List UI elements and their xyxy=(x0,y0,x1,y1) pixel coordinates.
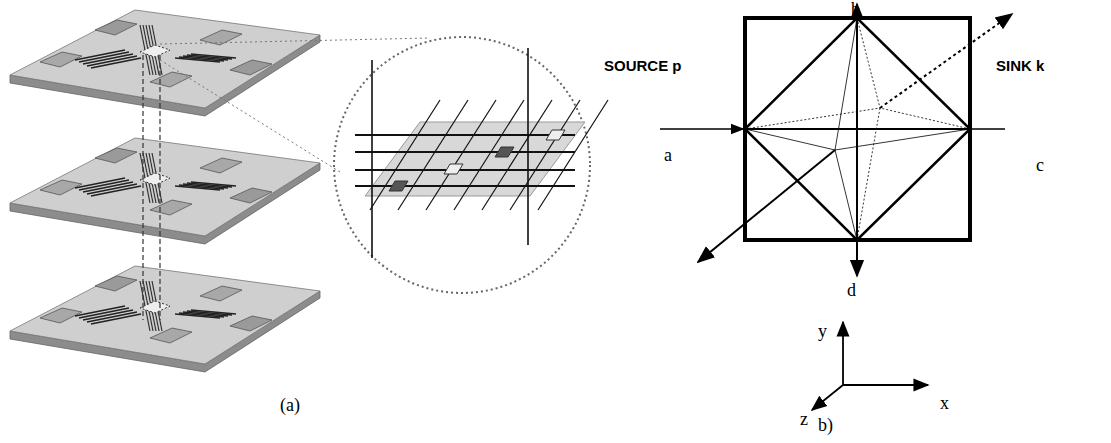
switch-node xyxy=(389,181,408,191)
switch-node xyxy=(495,147,514,157)
bus-wire xyxy=(191,54,236,58)
layer-surface xyxy=(10,266,320,364)
grid-wire xyxy=(355,134,575,136)
axis-label: x xyxy=(940,394,949,412)
bus-wire xyxy=(91,314,141,324)
switch-node xyxy=(546,130,565,140)
port-arrow xyxy=(856,129,858,276)
switch-node xyxy=(444,164,463,174)
apex-line xyxy=(857,18,880,108)
apex-line xyxy=(835,150,857,240)
grid-wire xyxy=(355,185,575,187)
bus-wire xyxy=(91,186,141,196)
z-axis xyxy=(812,385,843,410)
panel-label: (a) xyxy=(280,396,300,414)
stacked-layers xyxy=(10,10,320,372)
grid-wire xyxy=(482,100,552,210)
apex-line xyxy=(880,108,970,129)
source-arrow xyxy=(660,128,743,130)
grid-wire xyxy=(355,151,575,153)
apex-line xyxy=(857,108,880,240)
grid-wire xyxy=(454,100,524,210)
port-arrow xyxy=(698,150,835,262)
port-label: b xyxy=(851,0,860,18)
port-label: a xyxy=(664,146,672,164)
layer-surface xyxy=(10,10,320,108)
module-block xyxy=(200,158,242,173)
axis-label: y xyxy=(818,322,827,340)
vertical-wire xyxy=(371,60,373,258)
grid-wire xyxy=(426,100,496,210)
bus-wire xyxy=(91,58,141,68)
bus-wire xyxy=(191,310,236,314)
apex-line xyxy=(835,129,970,150)
port-label: c xyxy=(1036,156,1044,174)
zoom-leader xyxy=(160,38,430,44)
port-label: d xyxy=(847,281,856,299)
vertical-via xyxy=(159,55,160,320)
grid-wire xyxy=(370,100,440,210)
source-label: SOURCE p xyxy=(604,58,682,73)
axis-label: z xyxy=(800,410,808,428)
zoom-circle xyxy=(334,37,590,293)
router-node xyxy=(140,301,170,313)
module-block xyxy=(95,20,137,35)
router-node xyxy=(140,173,170,185)
port-arrow-dotted xyxy=(880,14,1012,108)
vertical-wire xyxy=(527,48,529,245)
module-block xyxy=(230,316,272,331)
chip-layer xyxy=(10,138,320,244)
y-axis xyxy=(842,322,844,385)
apex-line xyxy=(835,18,857,150)
vertical-via xyxy=(142,55,143,320)
chip-layer xyxy=(10,266,320,372)
zoom-view xyxy=(160,37,608,293)
router-node xyxy=(140,45,170,57)
module-block xyxy=(95,148,137,163)
bus-wire xyxy=(191,182,236,186)
sink-label: SINK k xyxy=(996,58,1044,73)
sink-line xyxy=(970,128,1005,130)
x-axis xyxy=(843,384,928,386)
axes xyxy=(812,322,928,410)
panel-label: b) xyxy=(818,416,833,434)
module-block xyxy=(230,188,272,203)
grid-wire xyxy=(538,100,608,210)
apex-line xyxy=(745,108,880,129)
module-block xyxy=(200,286,242,301)
router-diagram xyxy=(660,4,1012,276)
zoom-leader xyxy=(160,60,340,172)
grid-wire xyxy=(510,100,580,210)
port-arrow xyxy=(856,4,858,129)
module-block xyxy=(95,276,137,291)
module-block xyxy=(230,60,272,75)
layer-surface xyxy=(10,138,320,236)
grid-wire xyxy=(398,100,468,210)
apex-line xyxy=(745,129,835,150)
grid-wire xyxy=(355,169,575,171)
